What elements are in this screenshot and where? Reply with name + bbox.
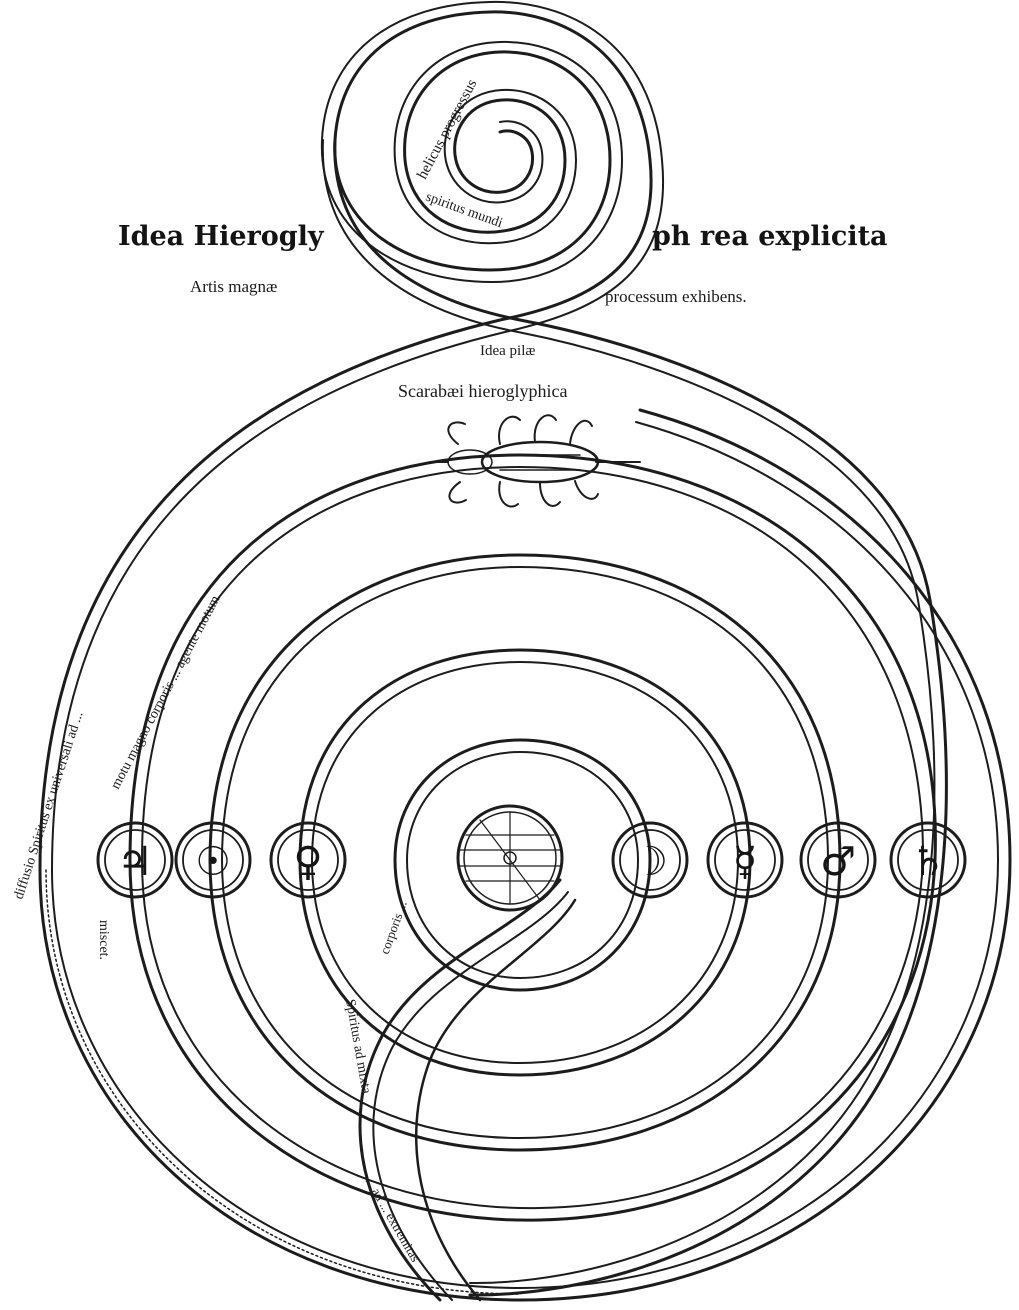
outer-orbit bbox=[40, 410, 1010, 1300]
label-motus: motu magno corporis ... agente motum bbox=[108, 593, 223, 792]
label-scarabaei: Scarabæi hieroglyphica bbox=[398, 381, 567, 401]
sun-icon: ☉ bbox=[195, 839, 231, 885]
top-spiral bbox=[40, 2, 946, 1295]
subtitle-right: processum exhibens. bbox=[605, 287, 747, 306]
planet-medallions: ♃ ☉ ♀ ☽ ☿ ♂ ♄ bbox=[98, 823, 965, 897]
central-globe bbox=[458, 806, 562, 910]
moon-icon: ☽ bbox=[632, 839, 668, 885]
saturn-icon: ♄ bbox=[910, 839, 946, 885]
planet-sun: ☉ bbox=[176, 823, 250, 897]
title-left: Idea Hierogly bbox=[118, 221, 325, 252]
planet-venus: ♀ bbox=[271, 823, 345, 897]
venus-icon: ♀ bbox=[293, 839, 322, 885]
mars-icon: ♂ bbox=[820, 839, 856, 885]
label-diffusio: diffusio Spiritus ex universali ad ... bbox=[12, 710, 87, 902]
planet-moon: ☽ bbox=[613, 823, 687, 897]
jupiter-icon: ♃ bbox=[117, 839, 153, 885]
planet-jupiter: ♃ bbox=[98, 823, 172, 897]
planet-mercury: ☿ bbox=[708, 823, 782, 897]
label-corporis: corporis ... bbox=[377, 899, 410, 956]
orbit-rings bbox=[130, 455, 935, 1220]
subtitle-left: Artis magnæ bbox=[190, 277, 277, 296]
label-miscet: miscet. bbox=[96, 920, 111, 960]
label-spiritus-ad-mixta: Spiritus ad mixta bbox=[342, 998, 374, 1096]
label-idea-pilae: Idea pilæ bbox=[480, 343, 535, 359]
label-spiritus-mundi: spiritus mundi bbox=[424, 190, 505, 232]
title-right: ph rea explicita bbox=[652, 221, 888, 252]
mercury-icon: ☿ bbox=[733, 839, 758, 885]
